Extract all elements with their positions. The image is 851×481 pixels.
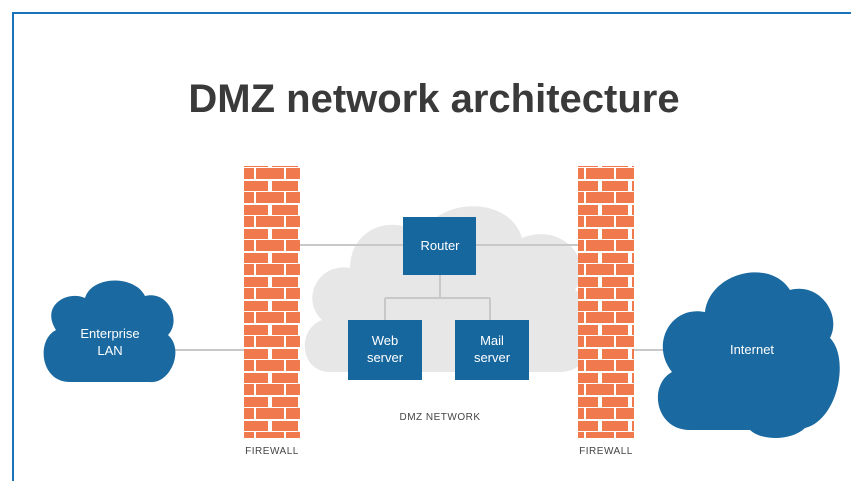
web-server-label-2: server [367,350,404,365]
mail-server-box: Mail server [455,320,529,380]
firewall-left-label: FIREWALL [245,446,299,457]
connection-lines [170,244,668,351]
enterprise-lan-label-1: Enterprise [80,326,139,341]
enterprise-lan-label-2: LAN [97,343,122,358]
page-title: DMZ network architecture [188,77,679,121]
enterprise-lan-cloud: Enterprise LAN [43,280,176,383]
router-box: Router [403,217,476,275]
dmz-network-label: DMZ NETWORK [399,412,480,423]
web-server-box: Web server [348,320,422,380]
mail-server-label-1: Mail [480,333,504,348]
firewall-right-label: FIREWALL [579,446,633,457]
mail-server-label-2: server [474,350,511,365]
firewall-left [244,166,300,438]
internet-label: Internet [730,342,774,357]
router-label: Router [420,238,460,253]
internet-cloud: Internet [657,272,840,438]
web-server-label-1: Web [372,333,399,348]
firewall-right [578,166,634,438]
